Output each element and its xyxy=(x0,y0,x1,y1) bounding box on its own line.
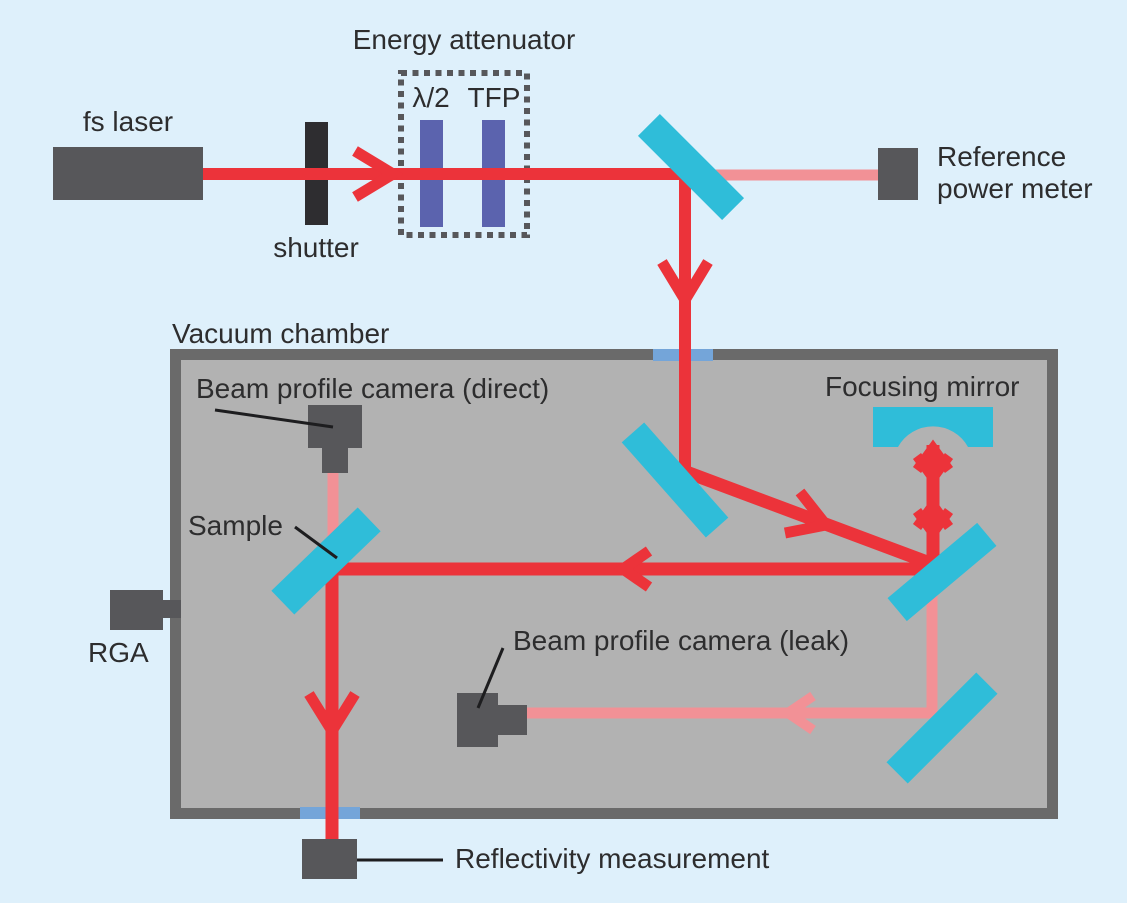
energy-attenuator-box xyxy=(398,70,530,238)
leak-camera-lens xyxy=(498,705,527,735)
label-vacuum-chamber: Vacuum chamber xyxy=(172,318,390,349)
sample xyxy=(271,507,381,615)
label-energy-attenuator: Energy attenuator xyxy=(352,24,576,55)
label-sample: Sample xyxy=(188,510,283,541)
leak-beam-to-leak-camera xyxy=(527,592,938,719)
fs-laser-box xyxy=(53,147,203,200)
label-fs-laser: fs laser xyxy=(82,106,174,137)
direct-camera-body xyxy=(308,405,362,448)
rga-box xyxy=(110,590,163,630)
label-reference-power-meter: Reference power meter xyxy=(937,141,1093,205)
label-half-wave-plate: λ/2 xyxy=(412,82,450,113)
pointer-direct-camera xyxy=(214,408,334,429)
focusing-mirror xyxy=(873,407,993,447)
label-shutter: shutter xyxy=(273,232,359,263)
label-tfp: TFP xyxy=(467,82,521,113)
reflectivity-detector-box xyxy=(302,839,357,879)
beam-arrow-left xyxy=(613,546,653,592)
flat-turning-mirror xyxy=(887,522,997,622)
beam-splitter-mirror xyxy=(637,113,745,221)
beam-arrow-right xyxy=(352,146,404,202)
label-beam-profile-camera-leak: Beam profile camera (leak) xyxy=(513,625,850,656)
beam-arrow-down-lower xyxy=(912,508,954,542)
beam-arrow-down xyxy=(657,259,713,311)
reference-power-meter-box xyxy=(878,148,918,200)
beam-arrow-down-sample xyxy=(304,691,360,742)
direct-camera-lens xyxy=(322,448,348,473)
label-focusing-mirror: Focusing mirror xyxy=(825,371,1020,402)
main-beam-diagonal xyxy=(678,463,938,572)
leak-camera-body xyxy=(457,693,498,747)
label-beam-profile-camera-direct: Beam profile camera (direct) xyxy=(196,373,550,404)
rga-connector xyxy=(163,600,181,618)
label-reflectivity-measurement: Reflectivity measurement xyxy=(455,843,770,874)
label-reference-power-meter-line1: Reference xyxy=(937,141,1067,172)
leak-beam-arrow-left xyxy=(779,691,816,735)
label-reference-power-meter-line2: power meter xyxy=(937,173,1093,204)
chamber-fold-mirror xyxy=(621,422,729,538)
pointer-sample xyxy=(294,525,338,560)
beam-arrow-diagonal xyxy=(783,488,836,539)
beam-arrow-down-upper xyxy=(912,453,954,487)
leak-fold-mirror xyxy=(886,672,998,784)
pointer-leak-camera xyxy=(476,647,505,709)
label-rga: RGA xyxy=(88,637,149,668)
